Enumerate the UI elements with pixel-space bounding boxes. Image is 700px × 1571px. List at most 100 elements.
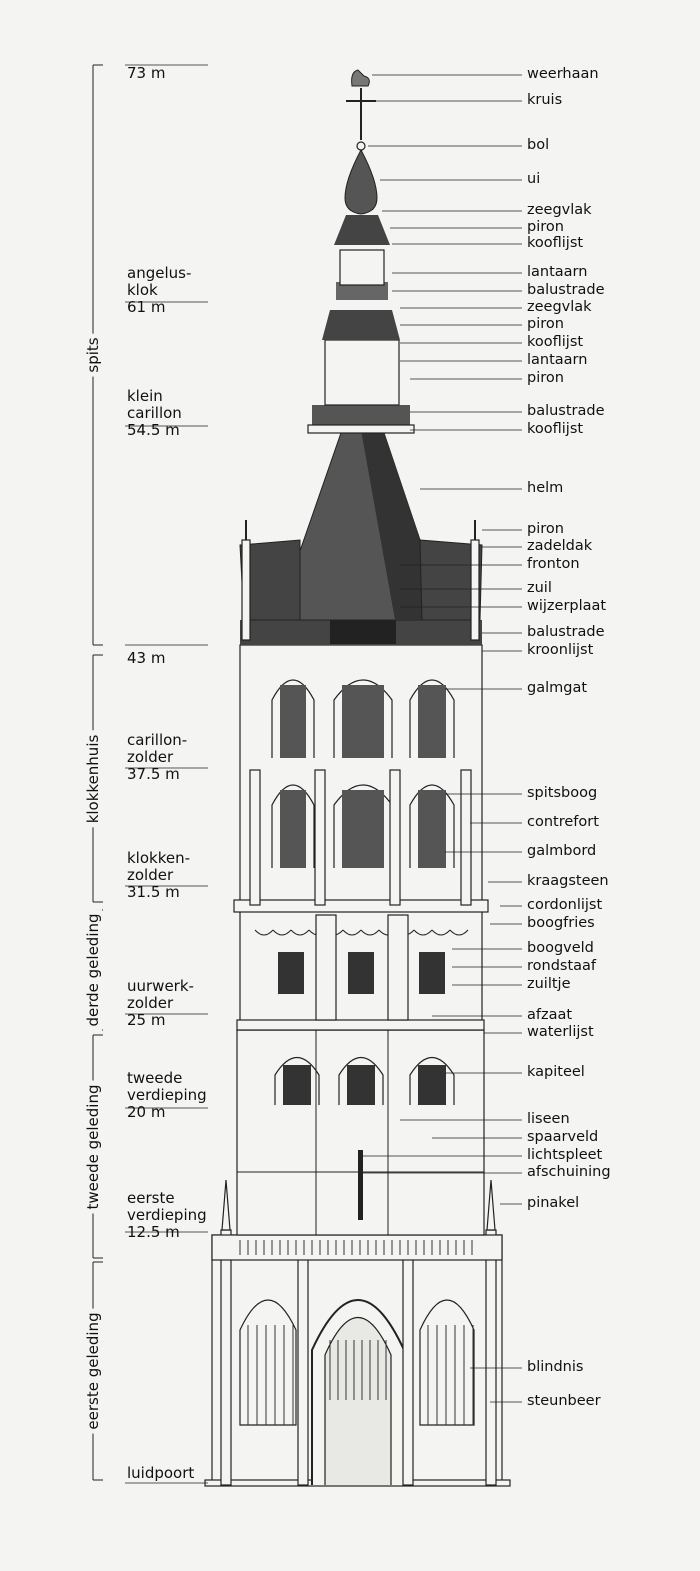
window <box>347 1065 375 1105</box>
part-label-rondstaaf: rondstaaf <box>527 958 597 974</box>
window <box>283 1065 311 1105</box>
level-name: uurwerk- <box>127 977 194 995</box>
arch-frieze <box>431 929 451 936</box>
part-label-spaarveld: spaarveld <box>527 1129 599 1145</box>
part-label-zuiltje: zuiltje <box>527 976 571 992</box>
level-name: eerste <box>127 1189 175 1207</box>
level-label: 73 m <box>127 65 165 82</box>
level-height: 31.5 m <box>127 883 180 901</box>
contrefort <box>314 769 326 906</box>
water-ledge <box>236 1019 485 1031</box>
pilaster <box>470 539 480 641</box>
window <box>418 1065 446 1105</box>
level-height: 37.5 m <box>127 765 180 783</box>
part-label-kruis: kruis <box>527 92 563 108</box>
part-label-zuil: zuil <box>527 580 552 596</box>
part-label-steunbeer: steunbeer <box>527 1393 601 1409</box>
lesene <box>387 914 409 1021</box>
level-label: 43 m <box>127 650 165 667</box>
part-label-boogfries: boogfries <box>527 915 595 931</box>
arch-frieze <box>290 929 310 936</box>
louvre <box>342 685 384 758</box>
part-label-contrefort: contrefort <box>527 814 599 830</box>
roof <box>334 215 390 245</box>
level-name: zolder <box>127 748 174 766</box>
light-slit <box>358 1150 363 1220</box>
part-label-kooflijst: kooflijst <box>527 235 584 251</box>
pinnacle <box>221 1179 231 1231</box>
pinnacle <box>486 1179 496 1231</box>
part-label-piron: piron <box>527 316 564 332</box>
louvre <box>418 790 446 868</box>
arch-frieze <box>254 929 274 936</box>
window <box>348 952 374 994</box>
arch-frieze <box>360 929 380 936</box>
part-label-zadeldak: zadeldak <box>527 538 593 554</box>
part-label-lantaarn: lantaarn <box>527 264 588 280</box>
part-label-bol: bol <box>527 137 550 153</box>
section-label: derde geleding <box>84 909 102 1031</box>
part-label-piron: piron <box>527 521 564 537</box>
part-label-boogveld: boogveld <box>527 940 594 956</box>
blind-niche <box>419 1299 475 1426</box>
portal-inner <box>324 1316 392 1485</box>
part-label-cordonlijst: cordonlijst <box>527 897 603 913</box>
part-label-kroonlijst: kroonlijst <box>527 642 594 658</box>
balustrade <box>336 282 388 300</box>
part-label-pinakel: pinakel <box>527 1195 580 1211</box>
part-label-liseen: liseen <box>527 1111 570 1127</box>
contrefort <box>389 769 401 906</box>
section-label: tweede geleding <box>84 1080 102 1213</box>
part-label-afzaat: afzaat <box>527 1007 573 1023</box>
part-label-wijzerplaat: wijzerplaat <box>527 598 607 614</box>
level-name: verdieping <box>127 1206 207 1224</box>
level-name: carillon- <box>127 731 188 749</box>
lantern <box>324 339 400 406</box>
level-height: 73 m <box>127 64 166 82</box>
arch-frieze <box>449 929 469 936</box>
part-label-piron: piron <box>527 219 564 235</box>
part-label-weerhaan: weerhaan <box>527 66 599 82</box>
part-label-kooflijst: kooflijst <box>527 334 584 350</box>
part-label-afschuining: afschuining <box>527 1164 611 1180</box>
level-name: zolder <box>127 994 174 1012</box>
level-name: klein <box>127 387 163 405</box>
louvre <box>342 790 384 868</box>
louvre <box>280 790 306 868</box>
arch-frieze <box>413 929 433 936</box>
window <box>419 952 445 994</box>
part-label-waterlijst: waterlijst <box>527 1024 594 1040</box>
section-label: eerste geleding <box>84 1308 102 1434</box>
level-height: 20 m <box>127 1103 166 1121</box>
part-label-zeegvlak: zeegvlak <box>527 299 592 315</box>
part-label-lichtspleet: lichtspleet <box>527 1147 603 1163</box>
part-label-balustrade: balustrade <box>527 282 605 298</box>
blind-niche <box>239 1299 297 1426</box>
part-label-lantaarn: lantaarn <box>527 352 588 368</box>
level-height: 54.5 m <box>127 421 180 439</box>
section-label: klokkenhuis <box>84 730 102 827</box>
louvre <box>418 685 446 758</box>
cordon <box>233 899 489 913</box>
buttress <box>485 1229 497 1486</box>
level-height: 25 m <box>127 1011 166 1029</box>
level-label: luidpoort <box>127 1465 194 1482</box>
onion <box>344 148 378 215</box>
balustrade <box>211 1234 503 1261</box>
part-label-ui: ui <box>527 171 541 187</box>
part-label-blindnis: blindnis <box>527 1359 584 1375</box>
cornice <box>307 424 415 434</box>
part-label-spitsboog: spitsboog <box>527 785 598 801</box>
part-label-zeegvlak: zeegvlak <box>527 202 592 218</box>
section-label: spits <box>84 333 102 377</box>
contrefort <box>249 769 261 906</box>
buttress <box>220 1229 232 1486</box>
weathercock <box>351 69 370 87</box>
louvre <box>280 685 306 758</box>
